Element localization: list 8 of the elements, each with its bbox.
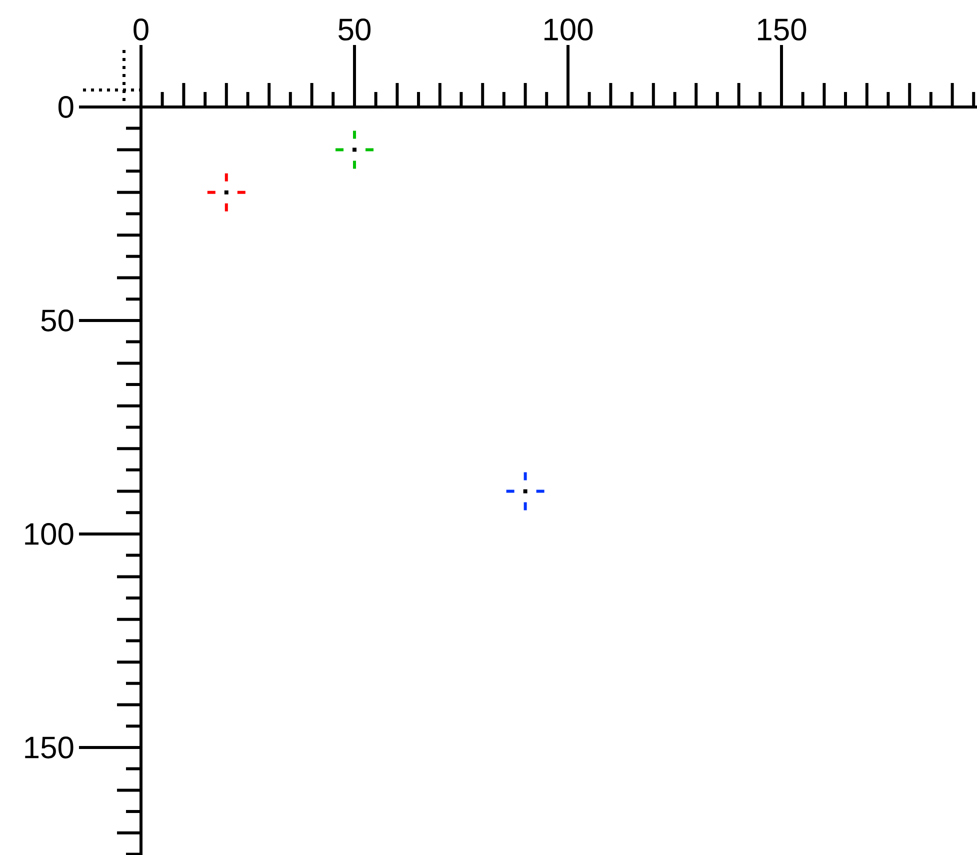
scale-number: 150 — [25, 736, 74, 758]
scale-number: 100 — [25, 523, 74, 545]
scale-number: 100 — [544, 18, 593, 40]
scale-number: 150 — [758, 18, 806, 40]
scale-number: 0 — [58, 96, 74, 118]
scale-number: 50 — [338, 18, 371, 40]
scale-number: 50 — [41, 310, 74, 332]
scale-number: 0 — [134, 18, 148, 40]
